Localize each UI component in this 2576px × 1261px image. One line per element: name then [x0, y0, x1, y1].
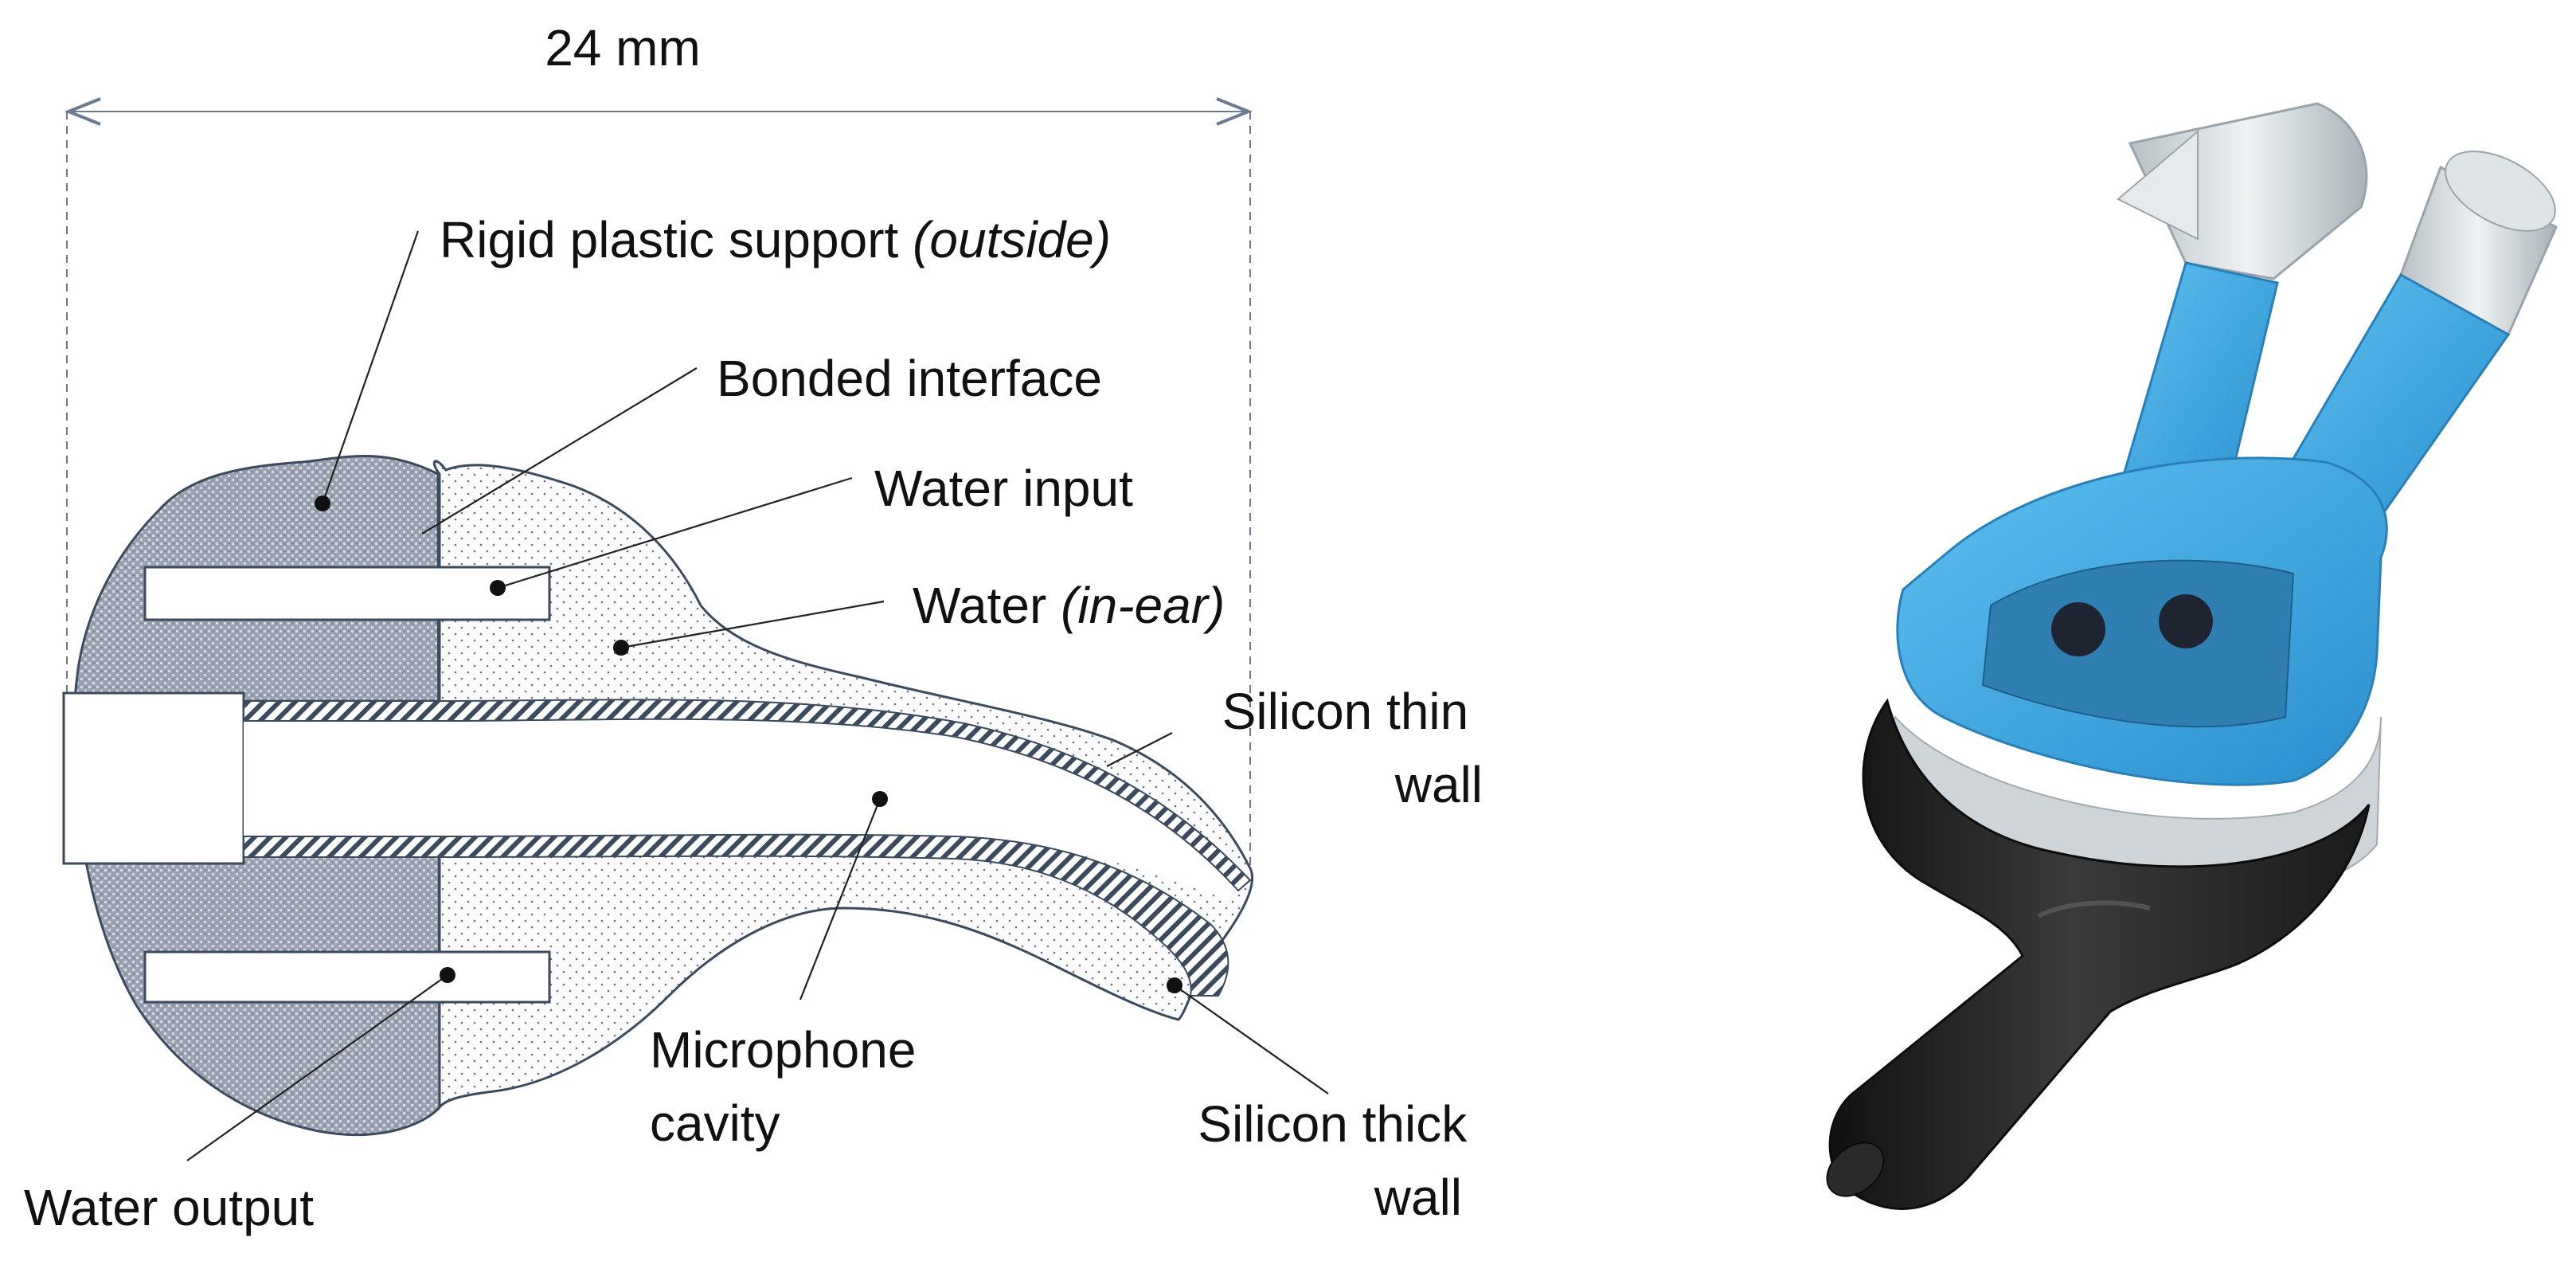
tip-opening — [1826, 1142, 1885, 1197]
dot-rigid-support — [315, 495, 330, 511]
leader-silicon-thin-wall — [1106, 732, 1173, 767]
device-photo — [1826, 102, 2558, 1210]
clear-tube-left-cut — [2117, 129, 2199, 241]
dot-water-output — [440, 967, 455, 983]
label-microphone-cavity: Microphone cavity — [650, 1021, 930, 1152]
collar-inner-window — [1981, 559, 2295, 728]
dot-water-input — [490, 580, 506, 596]
cross-section-diagram: 24 mm — [24, 19, 1483, 1236]
black-silicone-tip — [1828, 698, 2371, 1210]
silicon-thick-wall-hatch — [243, 833, 1229, 997]
microphone-housing — [62, 691, 245, 865]
label-water-input: Water input — [874, 460, 1133, 517]
leader-water-input — [497, 476, 853, 589]
dimension-indicator: 24 mm — [67, 19, 1250, 868]
dot-silicon-thick-wall — [1167, 977, 1182, 993]
leader-rigid-support — [321, 230, 420, 504]
silicon-thin-wall-hatch — [243, 699, 1252, 892]
label-silicon-thin-wall: Silicon thin wall — [1222, 683, 1483, 813]
leader-microphone-cavity — [799, 798, 881, 1001]
label-bonded-interface: Bonded interface — [717, 350, 1102, 407]
water-output-channel — [143, 950, 551, 1004]
collar-inner-disc-left — [2051, 602, 2105, 656]
tip-highlight — [2037, 900, 2151, 918]
leader-lines — [186, 230, 1329, 1161]
dot-water-in-ear — [613, 640, 629, 656]
microphone-cavity-channel — [244, 709, 1238, 900]
label-silicon-thick-wall: Silicon thick wall — [1198, 1095, 1481, 1226]
leader-water-in-ear — [620, 600, 885, 649]
leader-dots — [315, 495, 1182, 993]
label-water-in-ear: Water (in-ear) — [913, 577, 1225, 634]
water-input-channel — [143, 566, 551, 621]
label-water-output: Water output — [24, 1179, 314, 1236]
leader-water-output — [186, 974, 448, 1161]
collar-inner-disc-right — [2159, 594, 2213, 648]
leader-bonded-interface — [421, 367, 698, 535]
label-rigid-support: Rigid plastic support (outside) — [440, 211, 1111, 268]
leader-silicon-thick-wall — [1174, 985, 1329, 1095]
clear-tube-right-end — [2445, 151, 2556, 232]
dimension-label: 24 mm — [545, 19, 701, 76]
dot-microphone-cavity — [872, 791, 888, 807]
